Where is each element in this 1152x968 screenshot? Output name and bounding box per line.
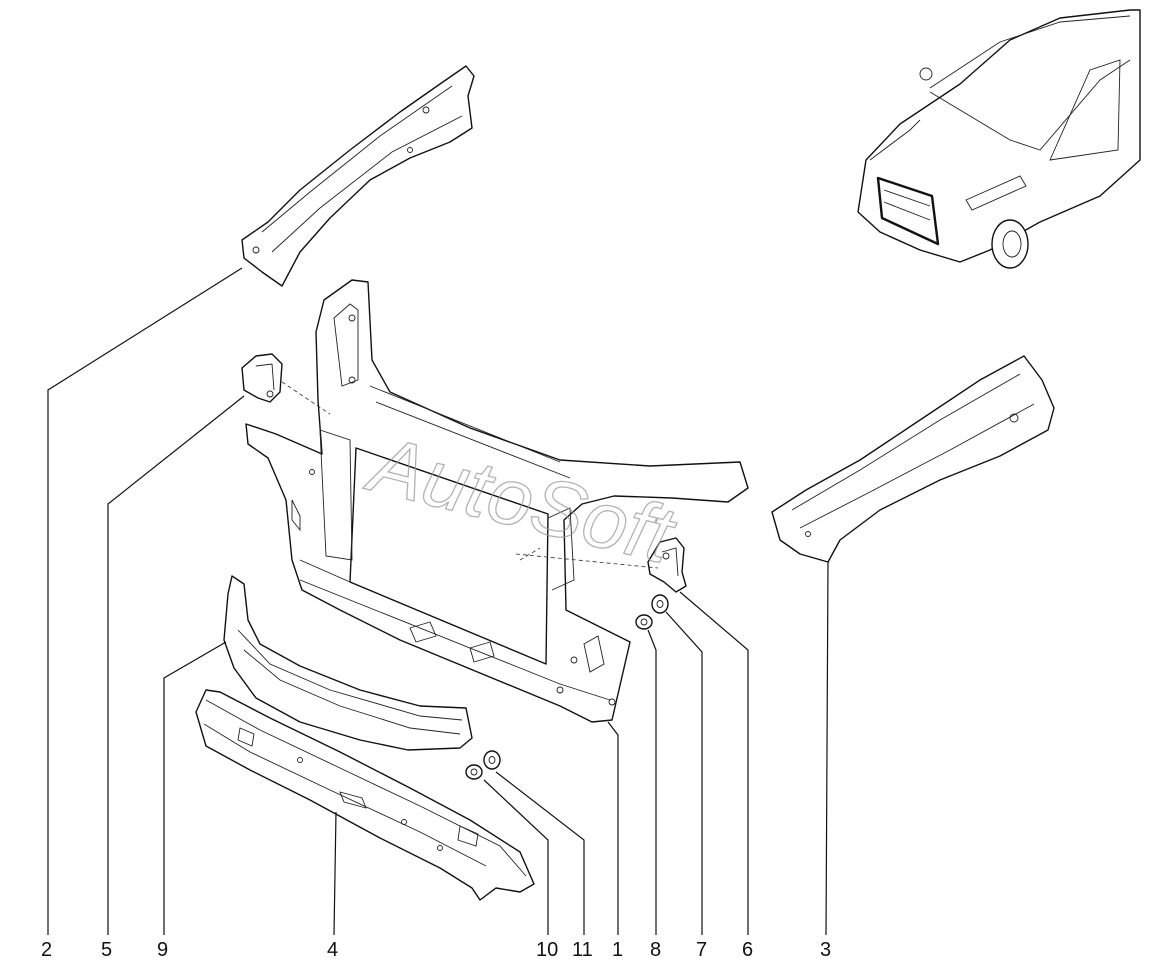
callout-5: 5	[101, 939, 112, 961]
part-7-washer	[651, 594, 669, 614]
part-3-right-upper-rail	[771, 355, 1055, 563]
callout-11: 11	[572, 939, 593, 961]
callout-10: 10	[536, 939, 558, 961]
part-4-lower-reinforcement	[195, 689, 535, 901]
part-11-washer	[483, 750, 501, 770]
vehicle-location-thumbnail	[857, 9, 1141, 269]
part-6-right-bracket	[647, 537, 687, 593]
part-5-left-bracket	[241, 353, 283, 403]
part-9-lower-beam	[223, 575, 473, 751]
part-8-nut	[635, 614, 653, 630]
callout-3: 3	[820, 939, 831, 961]
callout-1: 1	[612, 939, 623, 961]
callout-4: 4	[327, 939, 338, 961]
callout-6: 6	[742, 939, 753, 961]
callout-7: 7	[696, 939, 707, 961]
leader-lines	[47, 267, 829, 936]
callout-8: 8	[650, 939, 661, 961]
callout-labels: 2 5 9 4 10 11 1 8 7 6 3	[41, 939, 831, 961]
assembly-lines	[281, 381, 659, 569]
callout-9: 9	[157, 939, 168, 961]
part-2-left-upper-rail	[241, 65, 475, 287]
part-10-nut	[465, 764, 483, 780]
part-1-front-panel	[245, 279, 749, 723]
callout-2: 2	[41, 939, 52, 961]
